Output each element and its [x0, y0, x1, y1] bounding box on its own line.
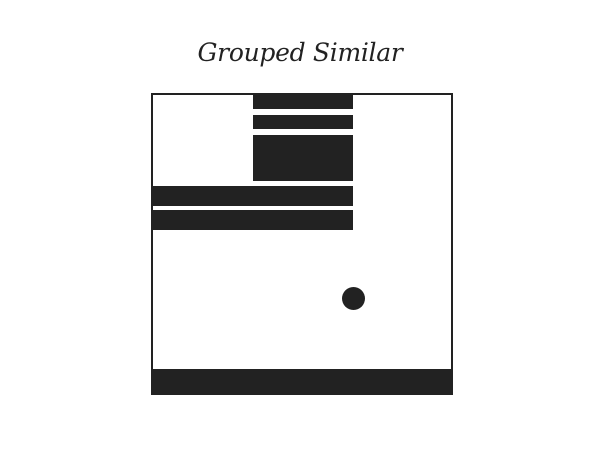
- bottom-full-bar: [153, 369, 451, 393]
- upper-block-thin-bar-2: [253, 115, 353, 129]
- upper-block-thin-bar-1: [253, 95, 353, 109]
- small-circle: [342, 287, 365, 310]
- diagram-frame: [151, 93, 453, 395]
- diagram-title: Grouped Similar: [197, 38, 403, 67]
- upper-block-large-square: [253, 135, 353, 181]
- middle-wide-bar-2: [153, 210, 353, 230]
- middle-wide-bar-1: [153, 186, 353, 206]
